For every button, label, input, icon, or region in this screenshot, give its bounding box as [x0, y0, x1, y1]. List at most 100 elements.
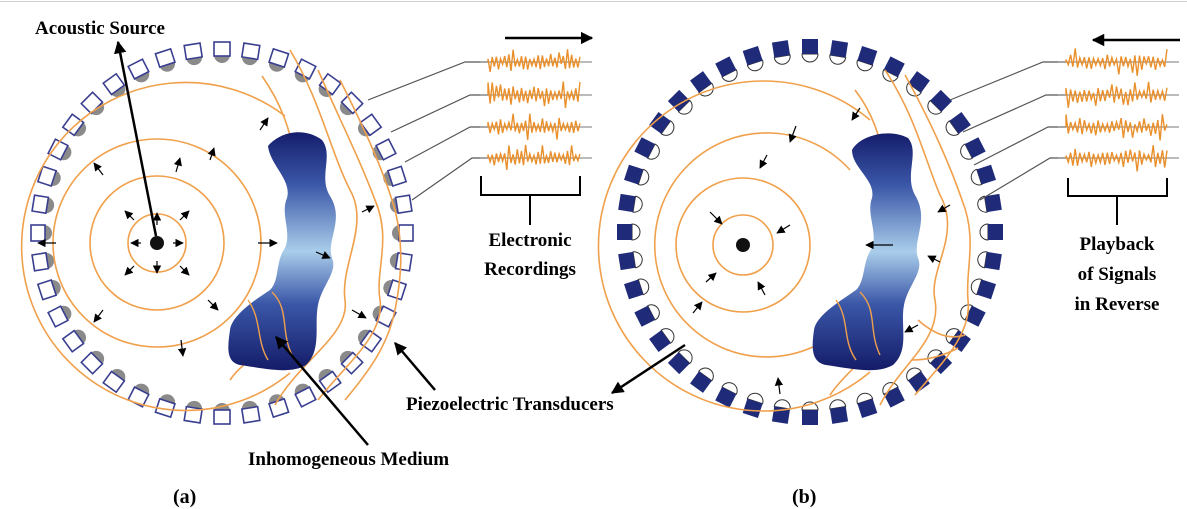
transducer	[829, 399, 849, 424]
transducer	[801, 401, 819, 425]
transducer	[634, 137, 660, 160]
label-electronic: Electronic	[488, 230, 571, 251]
transducer	[154, 394, 176, 419]
transducer	[906, 71, 930, 97]
transducer	[624, 278, 650, 300]
wavefront-ring	[675, 177, 811, 313]
transducer	[36, 165, 61, 187]
signal-trace	[1065, 145, 1168, 172]
transducer	[906, 367, 930, 393]
transducer	[127, 58, 150, 83]
wavefront-ring	[712, 214, 774, 276]
signal-trace	[487, 113, 581, 141]
medium-internal-waves-b	[835, 291, 881, 361]
transducer	[970, 164, 996, 186]
transducer	[927, 89, 953, 115]
transducer	[882, 382, 905, 408]
transducer	[801, 39, 819, 63]
transducer	[667, 349, 693, 375]
pointer-acoustic-source	[114, 40, 158, 237]
distorted-wavefront	[917, 319, 966, 338]
distorted-wavefront	[904, 74, 971, 396]
transducer	[829, 40, 849, 65]
transducer	[392, 224, 414, 242]
signal-trace	[487, 144, 581, 170]
label-in-reverse: in Reverse	[1075, 294, 1160, 315]
transducer	[649, 328, 675, 352]
transducer	[294, 383, 317, 408]
medium-internal-waves-a	[247, 291, 293, 361]
transducer	[61, 113, 87, 137]
signal-trace	[1065, 114, 1168, 141]
transducer	[634, 304, 660, 327]
transducer	[183, 400, 204, 424]
transducer	[31, 251, 55, 272]
distorted-wavefront	[274, 49, 358, 406]
transducer	[389, 194, 413, 215]
signal-trace	[487, 81, 581, 109]
transducer	[127, 383, 150, 408]
transducer	[882, 56, 905, 82]
distorted-wavefront	[317, 69, 384, 401]
transducer	[690, 71, 714, 97]
transducer	[979, 223, 1003, 241]
wavefront-ring	[653, 132, 851, 358]
transducer	[183, 42, 204, 66]
outward-arrows-a	[37, 117, 375, 357]
transducer	[927, 349, 953, 375]
transducer	[856, 46, 878, 72]
transducer	[690, 367, 714, 393]
label-of-signals: of Signals	[1078, 264, 1157, 285]
label-acoustic-source: Acoustic Source	[35, 18, 165, 39]
transducer	[970, 278, 996, 300]
transducer	[268, 47, 290, 72]
wavefront-ring	[89, 175, 225, 311]
transducer	[960, 304, 986, 327]
transducer	[617, 223, 641, 241]
inhomogeneous-medium-b	[812, 133, 922, 371]
transducer	[47, 305, 72, 328]
transducer	[47, 138, 72, 161]
signal-traces-a	[480, 49, 592, 170]
inhomogeneous-medium-a	[228, 132, 336, 371]
transducer	[977, 251, 1002, 271]
transducer	[31, 194, 55, 215]
pointer-inhomogeneous-medium	[275, 336, 369, 446]
signal-trace	[487, 49, 581, 73]
wavefront-ring	[20, 81, 291, 412]
bracket-b	[1067, 178, 1168, 225]
transducer	[715, 382, 738, 408]
transducer	[715, 56, 738, 82]
transducer	[240, 400, 261, 424]
transducer	[318, 72, 342, 98]
transducer	[268, 394, 290, 419]
caption-a: (a)	[173, 486, 196, 508]
transducer	[240, 42, 261, 66]
transducer	[771, 40, 791, 65]
label-recordings: Recordings	[484, 259, 576, 280]
transducer	[154, 47, 176, 72]
transducer	[102, 368, 126, 394]
transducer	[389, 251, 413, 272]
signal-trace	[1065, 48, 1168, 76]
transducer	[213, 41, 231, 63]
transducer	[618, 193, 643, 213]
transducer	[357, 329, 383, 353]
distorted-wavefront	[911, 347, 959, 361]
transducer	[649, 112, 675, 136]
transducer	[339, 91, 364, 116]
transducer	[61, 329, 87, 353]
transducer	[977, 193, 1002, 213]
transducer	[102, 72, 126, 98]
pointer-transducer-b	[610, 343, 686, 395]
transducer	[383, 165, 408, 187]
inward-arrows-b	[692, 107, 951, 395]
label-inhomogeneous-medium: Inhomogeneous Medium	[248, 449, 449, 470]
signal-traces-b	[1058, 48, 1179, 172]
transducer	[383, 279, 408, 301]
acoustic-source-dot	[150, 236, 164, 250]
distorted-wavefront	[879, 69, 949, 406]
wavefront-ring	[597, 80, 871, 412]
panel-b: Playback of Signals in Reverse (b)	[597, 33, 1180, 508]
